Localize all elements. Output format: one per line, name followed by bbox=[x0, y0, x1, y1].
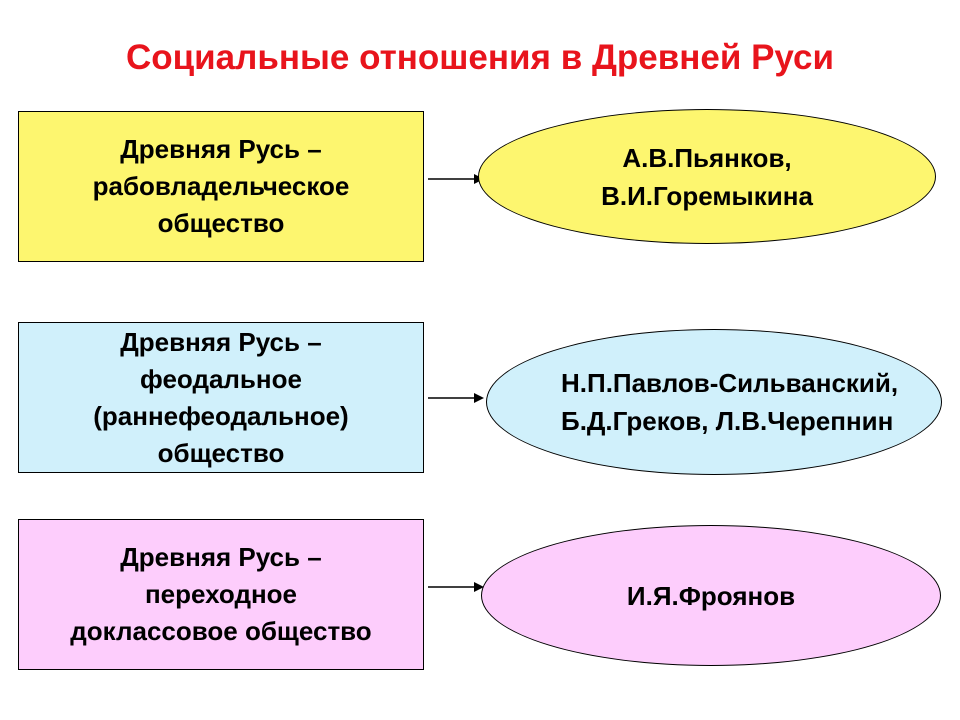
concept-box-text: Древняя Русь – переходное доклассовое об… bbox=[70, 539, 371, 650]
historians-ellipse-feudal: Н.П.Павлов-Сильванский, Б.Д.Греков, Л.В.… bbox=[486, 329, 942, 475]
historian-line: А.В.Пьянков, bbox=[622, 142, 792, 173]
historians-ellipse-slaveholding: А.В.Пьянков, В.И.Горемыкина bbox=[478, 109, 936, 244]
historian-line: Н.П.Павлов-Сильванский, bbox=[561, 368, 899, 398]
historians-text: И.Я.Фроянов bbox=[627, 577, 795, 615]
concept-line: переходное bbox=[144, 579, 298, 609]
historian-line: И.Я.Фроянов bbox=[626, 580, 796, 611]
concept-line: доклассовое общество bbox=[70, 616, 372, 646]
concept-line: Древняя Русь – bbox=[120, 542, 322, 572]
arrow-connector bbox=[428, 393, 484, 403]
historians-ellipse-transitional: И.Я.Фроянов bbox=[481, 525, 941, 666]
arrow-connector bbox=[428, 582, 484, 592]
concept-line: Древняя Русь – bbox=[120, 134, 322, 164]
arrow-connector bbox=[428, 174, 484, 184]
concept-line: общество bbox=[157, 437, 285, 468]
concept-box-slaveholding: Древняя Русь – рабовладельческое обществ… bbox=[18, 111, 424, 262]
concept-box-feudal: Древняя Русь – феодальное (раннефеодальн… bbox=[18, 322, 424, 473]
historians-text: Н.П.Павлов-Сильванский, Б.Д.Греков, Л.В.… bbox=[561, 364, 898, 440]
concept-line: рабовладельческое bbox=[92, 171, 350, 201]
historians-text: А.В.Пьянков, В.И.Горемыкина bbox=[601, 139, 813, 215]
concept-line: (раннефеодальное) bbox=[93, 400, 349, 431]
concept-line: феодальное bbox=[140, 363, 302, 394]
concept-box-transitional: Древняя Русь – переходное доклассовое об… bbox=[18, 519, 424, 670]
historian-line: В.И.Горемыкина bbox=[601, 180, 813, 211]
historian-line: Б.Д.Греков, Л.В.Черепнин bbox=[561, 406, 894, 436]
concept-line: общество bbox=[157, 208, 285, 238]
concept-line: Древняя Русь – bbox=[120, 326, 322, 357]
slide-title: Социальные отношения в Древней Руси bbox=[125, 38, 835, 77]
concept-box-text: Древняя Русь – феодальное (раннефеодальн… bbox=[93, 324, 348, 472]
concept-box-text: Древняя Русь – рабовладельческое обществ… bbox=[93, 131, 350, 242]
